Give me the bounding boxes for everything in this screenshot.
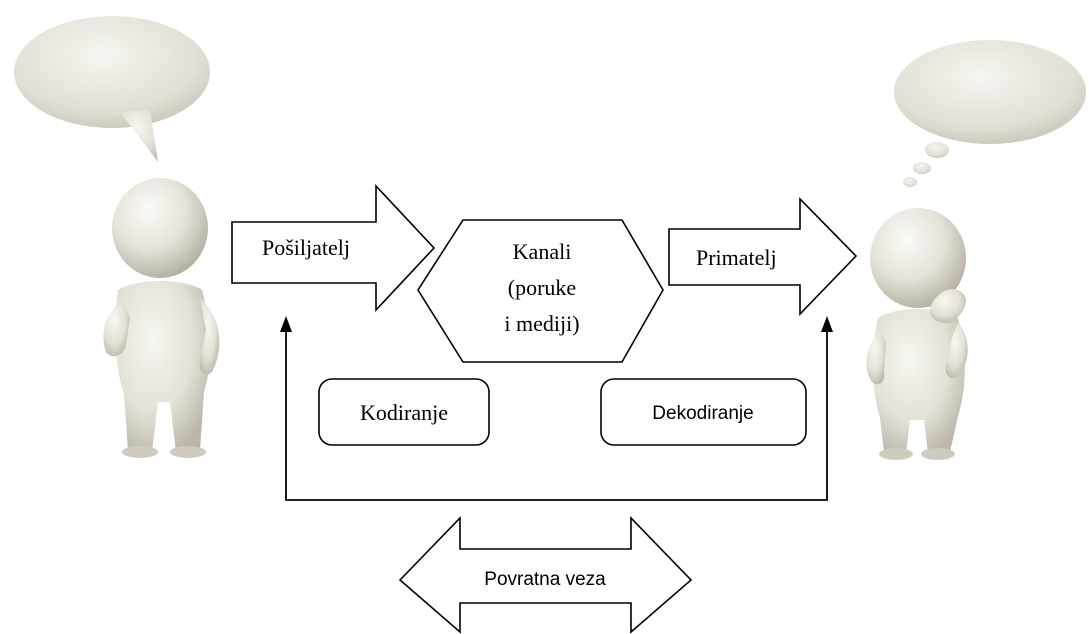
feedback-double-arrow: Povratna veza [398, 516, 693, 634]
sender-arrow: Pošiljatelj [231, 183, 436, 313]
channel-label-line-2: (poruke [508, 275, 576, 300]
feedback-label: Povratna veza [484, 569, 606, 590]
channel-label-line-3: i mediji) [504, 311, 579, 336]
sender-label: Pošiljatelj [262, 235, 350, 260]
arrowhead-up-right-icon [821, 316, 833, 332]
decoding-box: Dekodiranje [600, 378, 807, 446]
encoding-box: Kodiranje [318, 378, 490, 446]
channel-hexagon: Kanali (poruke i mediji) [417, 219, 664, 363]
person-speaking-icon [14, 16, 220, 458]
person-thinking-icon [866, 40, 1086, 460]
thought-bubble-icon [894, 40, 1086, 187]
receiver-label: Primatelj [696, 245, 777, 270]
decoding-label: Dekodiranje [652, 403, 753, 424]
arrowhead-up-left-icon [280, 316, 292, 332]
feedback-loop-line [280, 316, 833, 501]
speech-bubble-icon [14, 16, 210, 162]
receiver-arrow: Primatelj [668, 197, 858, 316]
channel-label-line-1: Kanali [513, 239, 572, 264]
encoding-label: Kodiranje [360, 400, 448, 425]
